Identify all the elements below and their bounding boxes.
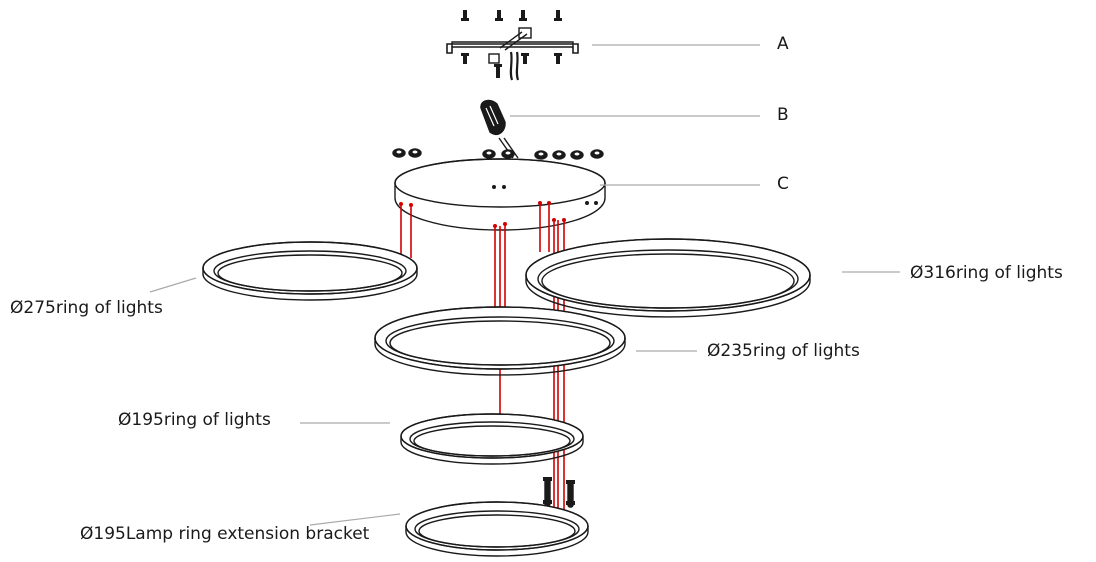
mounting-bracket-a xyxy=(446,10,579,81)
label-ring-275: Ø275ring of lights xyxy=(10,298,163,318)
canopy-c xyxy=(394,158,606,231)
label-extension-bracket: Ø195Lamp ring extension bracket xyxy=(80,524,370,544)
ring-316 xyxy=(525,238,811,318)
label-c: C xyxy=(777,174,789,194)
label-b: B xyxy=(777,105,789,125)
ring-275 xyxy=(202,241,418,301)
ring-195-extension-bracket xyxy=(405,501,589,557)
caps xyxy=(392,148,604,160)
label-ring-316: Ø316ring of lights xyxy=(910,263,1063,283)
top-screws xyxy=(461,10,562,21)
label-ring-195: Ø195ring of lights xyxy=(118,410,271,430)
ring-235 xyxy=(374,306,626,376)
wire-anchor-dots xyxy=(399,201,566,228)
label-ring-235: Ø235ring of lights xyxy=(707,341,860,361)
leader-lines xyxy=(149,44,900,526)
extension-rods xyxy=(543,477,575,508)
driver-b xyxy=(480,99,519,159)
ring-195 xyxy=(400,413,584,465)
bottom-screws xyxy=(461,53,562,78)
label-a: A xyxy=(777,34,789,54)
